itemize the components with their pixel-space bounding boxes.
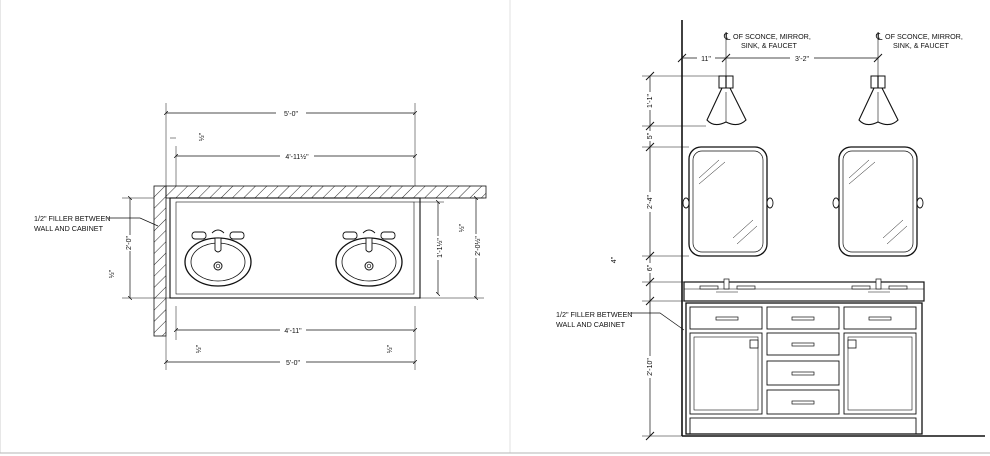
right-sconce xyxy=(858,75,899,126)
cl-note-right-line-1: OF SCONCE, MIRROR, xyxy=(885,32,963,41)
elev-note-line-2: WALL AND CABINET xyxy=(556,320,626,329)
dim-sconce-to-mirror: 5" xyxy=(647,132,654,139)
dim-bottom-inner: 4'-11" xyxy=(284,328,302,335)
toe-kick xyxy=(689,417,917,435)
plan-countertop xyxy=(175,201,415,295)
top-drawer-left xyxy=(689,306,763,330)
cl-symbol-right: ℄ xyxy=(875,32,883,43)
elev-dim-top: 11" 3'-2" xyxy=(677,53,883,63)
cl-note-right-line-2: SINK, & FAUCET xyxy=(893,41,950,50)
dim-right-depth: 2'-0½" xyxy=(474,236,482,256)
plan-dim-left: 2'-0" ½" xyxy=(108,198,170,298)
vanity-cabinet xyxy=(685,302,923,435)
center-drawer-1 xyxy=(766,332,840,356)
dim-cl-to-cl: 3'-2" xyxy=(795,56,809,63)
elev-left-faucet xyxy=(699,278,756,293)
countertop xyxy=(683,281,925,302)
left-sconce xyxy=(706,75,747,126)
dim-mirror-height: 2'-4" xyxy=(647,195,654,209)
dim-bottom-overall: 5'-0" xyxy=(286,360,300,367)
cl-note-left-line-2: SINK, & FAUCET xyxy=(741,41,798,50)
dim-bottom-left-small: ½" xyxy=(195,344,203,353)
plan-dim-top-overall: 5'-0" xyxy=(166,103,415,186)
plan-view: 5'-0" 4'-11½" ½" 2'-0" ½" xyxy=(34,103,487,370)
dim-right-sink: 1'-1½" xyxy=(436,238,444,258)
dim-right-small: ½" xyxy=(458,223,466,232)
elevation-filler-note: 1/2" FILLER BETWEEN WALL AND CABINET xyxy=(556,310,685,331)
dim-countertop: 4" xyxy=(611,256,618,263)
top-drawer-right xyxy=(843,306,917,330)
plan-left-sink xyxy=(184,229,252,287)
right-door xyxy=(843,332,917,415)
elev-dim-vertical: 1'-1" 5" 2'-4" 6" 4" 2'-10" xyxy=(611,71,726,441)
dim-top-overall: 5'-0" xyxy=(284,111,298,118)
back-wall-hatch xyxy=(165,185,487,199)
right-mirror xyxy=(832,146,924,257)
plan-note-line-2: WALL AND CABINET xyxy=(34,224,104,233)
plan-dim-bottom: 4'-11" 5'-0" ½" ½" xyxy=(166,306,415,370)
left-mirror xyxy=(682,146,774,257)
top-drawer-center xyxy=(766,306,840,330)
dim-top-side: ½" xyxy=(198,132,206,141)
plan-filler-note: 1/2" FILLER BETWEEN WALL AND CABINET xyxy=(34,214,159,233)
dim-cabinet-height: 2'-10" xyxy=(647,358,654,376)
plan-dim-top-inner: 4'-11½" ½" xyxy=(170,132,415,186)
dim-left-small: ½" xyxy=(108,269,116,278)
side-wall-hatch xyxy=(153,185,167,337)
dim-wall-to-cl: 11" xyxy=(701,56,711,63)
elevation-view: ℄ OF SCONCE, MIRROR, SINK, & FAUCET ℄ OF… xyxy=(556,20,985,441)
elev-note-line-1: 1/2" FILLER BETWEEN xyxy=(556,310,632,319)
elev-right-faucet xyxy=(851,278,908,293)
cl-symbol-left: ℄ xyxy=(723,32,731,43)
center-drawer-2 xyxy=(766,360,840,386)
dim-top-inner: 4'-11½" xyxy=(285,153,309,161)
dim-left-depth: 2'-0" xyxy=(126,236,133,250)
dim-mirror-to-top: 6" xyxy=(647,264,654,271)
plan-note-line-1: 1/2" FILLER BETWEEN xyxy=(34,214,110,223)
plan-right-sink xyxy=(335,229,403,287)
plan-dim-right: 1'-1½" 2'-0½" ½" xyxy=(414,198,484,298)
plan-cabinet xyxy=(169,197,421,299)
cl-note-left-line-1: OF SCONCE, MIRROR, xyxy=(733,32,811,41)
left-door xyxy=(689,332,763,415)
dim-sconce-height: 1'-1" xyxy=(647,94,654,108)
dim-bottom-right-small: ½" xyxy=(386,344,394,353)
center-drawer-3 xyxy=(766,389,840,415)
